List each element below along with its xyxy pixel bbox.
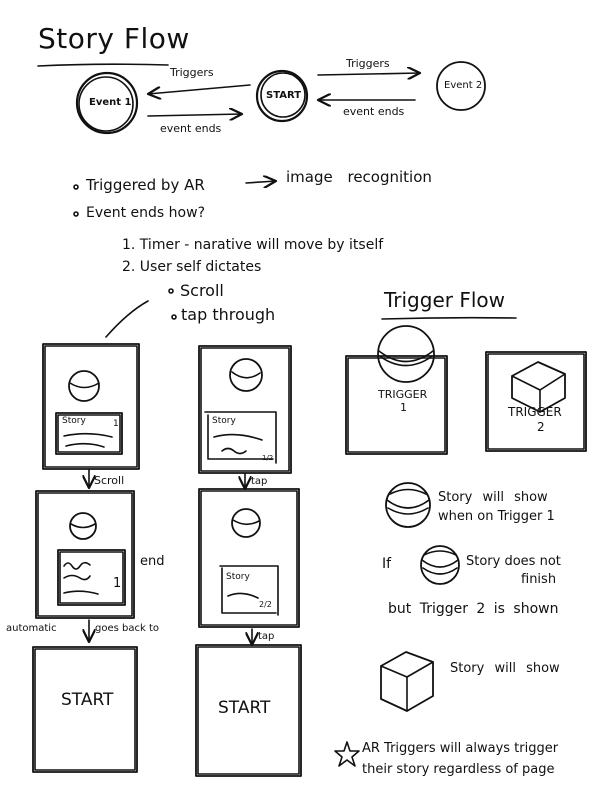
scroll-start-screen	[32, 646, 138, 773]
event1-node	[75, 71, 139, 135]
event1-label: Event 1	[89, 97, 132, 108]
scroll-pointer-line	[105, 300, 149, 338]
rule2-sphere-icon	[420, 545, 460, 585]
event2-node	[436, 61, 486, 111]
event-ends-label-left: event ends	[160, 122, 222, 135]
end-label: end	[140, 554, 165, 569]
trigger2-cube-icon	[511, 361, 566, 413]
note-option-1: 1. Timer - narative will move by itself	[122, 237, 384, 253]
note-bullet-1: Triggered by AR	[86, 176, 205, 194]
tap-screen-1	[198, 345, 292, 474]
scroll-arrow-label: Scroll	[94, 474, 125, 487]
trigger1-label-line2: 1	[400, 401, 407, 414]
triggers-label-left: Triggers	[170, 66, 214, 79]
footnote-star-icon	[334, 741, 360, 767]
triggers-arrow-left	[148, 84, 251, 94]
bullet-dot-3	[168, 288, 174, 294]
footnote-line1: AR Triggers will always trigger	[362, 741, 559, 756]
tap-start-label: START	[218, 698, 271, 718]
tap-card2-counter: 2/2	[259, 600, 272, 609]
tap-card1-counter: 1/2	[262, 454, 274, 462]
note-bullet-1-target: image recognition	[286, 168, 432, 186]
trigger2-card	[485, 351, 587, 452]
rule2-line2: finish	[521, 572, 557, 587]
scroll-screen-1	[42, 343, 140, 470]
trigger2-label-line2: 2	[537, 420, 545, 434]
tap-card1-label: Story	[212, 416, 236, 426]
title-underline	[37, 63, 169, 67]
event-ends-arrow-left	[147, 114, 242, 116]
trigger1-label-line1: TRIGGER	[378, 388, 428, 401]
trigger1-card	[345, 355, 448, 455]
trigger2-label-line1: TRIGGER	[508, 405, 562, 419]
bullet-dot-2	[73, 211, 79, 217]
note-sub-scroll: Scroll	[180, 281, 224, 300]
scroll-card-counter: 1	[113, 419, 119, 429]
bullet-dot-4	[171, 314, 177, 320]
note-option-2: 2. User self dictates	[122, 259, 262, 275]
tap-arrow1-label: tap	[251, 476, 268, 487]
scroll-card-label: Story	[62, 416, 86, 426]
bullet-dot-1	[73, 184, 79, 190]
footnote-line2: their story regardless of page	[362, 762, 555, 777]
bullet1-arrow	[245, 181, 276, 183]
rule2-line1: Story does not	[466, 554, 561, 569]
start-node	[255, 69, 309, 123]
tap-start-screen	[195, 644, 302, 777]
start-node-label: START	[266, 90, 302, 101]
scroll-card2-counter: 1	[113, 576, 122, 591]
scroll-start-label: START	[61, 690, 114, 710]
tap-card2-label: Story	[226, 572, 250, 582]
scroll-screen-2	[35, 490, 135, 619]
trigger1-sphere-icon	[377, 325, 435, 383]
tap-arrow2-label: tap	[258, 631, 275, 642]
event-ends-label-right: event ends	[343, 105, 405, 118]
rule2-if: If	[382, 556, 392, 572]
note-sub-tap: tap through	[181, 305, 276, 324]
rule2-but: but Trigger 2 is shown	[388, 601, 559, 617]
note-bullet-2: Event ends how?	[86, 205, 205, 221]
rule1-line1: Story will show	[438, 490, 548, 505]
event2-label: Event 2	[444, 80, 483, 91]
rule3-cube-icon	[380, 651, 434, 712]
triggers-arrow-right	[317, 73, 420, 75]
rule1-sphere-icon	[385, 482, 431, 528]
automatic-label: automatic	[6, 623, 57, 634]
trigger-flow-title: Trigger Flow	[384, 288, 505, 312]
page-title: Story Flow	[38, 22, 190, 55]
rule3-text: Story will show	[450, 661, 560, 676]
trigger-flow-underline	[381, 316, 517, 320]
triggers-label-right: Triggers	[346, 57, 390, 70]
tap-screen-2	[198, 488, 300, 628]
rule1-line2: when on Trigger 1	[438, 509, 555, 524]
goes-back-to-label: goes back to	[95, 623, 159, 634]
